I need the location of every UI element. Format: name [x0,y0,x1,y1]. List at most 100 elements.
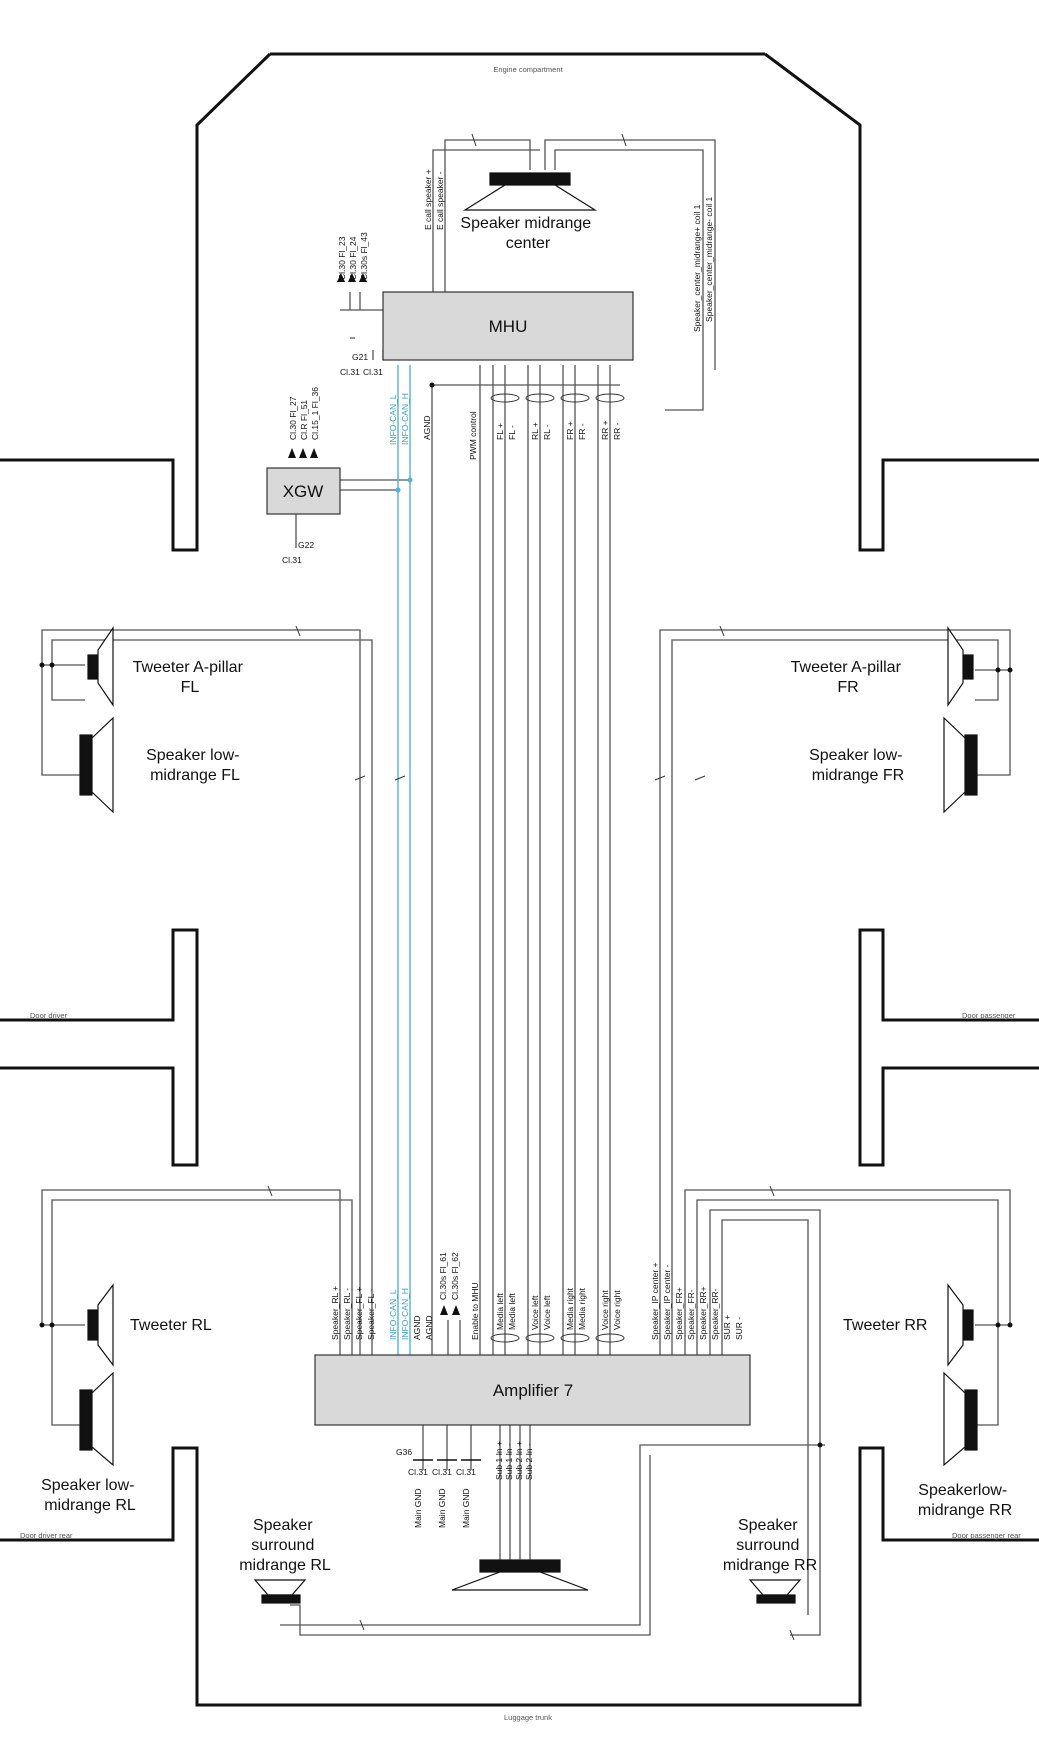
fuse-arrow-icon [440,1305,448,1315]
amp-out-sur-minus: SUR - [734,1317,744,1340]
connector-break-marks [267,133,795,1641]
fuse-arrow-icon [452,1305,460,1315]
pair-fr-minus: FR - [577,423,587,440]
mhu-agnd-label: AGND [422,415,432,440]
amp-ground-1: Cl.31 [408,1467,428,1477]
fuse-arrow-icon [337,273,345,282]
speaker-symbols [79,172,978,1604]
amp-out-ip-center-minus: Speaker_IP center - [662,1264,672,1340]
pair-fr-plus: FR + [565,421,575,440]
amp-in-voice-right-2: Voice right [612,1290,622,1330]
pair-rl-plus: RL + [530,422,540,440]
xgw-module: XGW [266,467,341,515]
pair-rr-minus: RR - [612,422,622,440]
amp-out-fl-plus: Speaker_FL + [354,1287,364,1340]
amp-out-rr-minus: Speaker_RR- [710,1288,720,1340]
sub-2-in-plus: Sub 2 In + [514,1441,524,1480]
can-junction [395,487,401,493]
amp-out-rl-minus: Speaker_RL - [342,1288,352,1340]
amp-can-l-label: INFO-CAN_L [388,1289,398,1340]
amp-out-sur-plus: SUR + [722,1315,732,1340]
fuse-arrow-icon [288,448,296,458]
main-gnd-1: Main GND [413,1488,423,1528]
can-junction [407,477,413,483]
amp-out-rr-plus: Speaker_RR+ [698,1286,708,1340]
ecall-plus-label: E call speaker + [423,169,433,230]
center-coil-minus-label: Speaker_center_midrange- coil 1 [704,197,714,322]
xgw-fuse-3: Cl.15_1 Fl_36 [310,387,320,440]
xgw-fuse-1: Cl.30 Fl_27 [288,396,298,440]
amp-ground-2: Cl.31 [432,1467,452,1477]
lowmid-fl-label: Speaker low- midrange FL [146,747,244,784]
junction-dots [39,382,1013,1448]
amp-out-ip-center-plus: Speaker_IP center + [650,1262,660,1340]
main-gnd-3: Main GND [461,1488,471,1528]
amp-ground-3: Cl.31 [456,1467,476,1477]
can-bus [397,365,411,1355]
xgw-label: XGW [283,482,324,501]
sub-2-in-minus: Sub 2 In - [524,1443,534,1480]
mhu-can-l-label: INFO-CAN_L [388,394,398,445]
xgw-fuse-2: Cl.R Fl_51 [299,400,309,440]
amplifier-label: Amplifier 7 [493,1381,573,1400]
pair-fl-plus: FL + [495,423,505,440]
amp-out-fr-minus: Speaker_FR- [686,1289,696,1340]
lowmid-rl-label: Speaker low- midrange RL [41,1477,139,1514]
mhu-can-h-label: INFO-CAN_H [400,393,410,445]
sub-1-in-plus: Sub 1 In + [494,1441,504,1480]
fuse-arrow-icon [348,273,356,282]
xgw-ground-ref: G22 [298,540,314,550]
area-engine-label: Engine compartment [493,65,563,74]
amp-in-voice-left-1: Voice left [530,1295,540,1330]
surround-rr-label: Speaker surround midrange RR [723,1517,817,1574]
center-coil-plus-label: Speaker_center_midrange+ coil 1 [692,204,702,332]
amp-agnd-2: AGND [424,1315,434,1340]
tweeter-rr-label: Tweeter RR [843,1317,927,1334]
lowmid-fr-label: Speaker low- midrange FR [809,747,907,784]
amplifier-module: Amplifier 7 [314,1354,751,1426]
amp-ground-ref: G36 [396,1447,412,1457]
twisted-pair-markers [490,393,625,1343]
area-door-driver-rear-label: Door driver rear [20,1531,73,1540]
wire-bundle [41,139,1011,1636]
amp-enable-label: Enable to MHU [470,1282,480,1340]
amp-out-fl-minus: Speaker_FL - [366,1289,376,1340]
vehicle-outline [0,52,1039,1707]
amp-in-media-right-2: Media right [577,1287,587,1330]
sub-1-in-minus: Sub 1 In - [504,1443,514,1480]
mhu-ground-ref: G21 [352,352,368,362]
pair-rr-plus: RR + [600,420,610,440]
amp-in-voice-right-1: Voice right [600,1290,610,1330]
area-door-driver-label: Door driver [30,1011,68,1020]
amp-can-h-label: INFO-CAN_H [400,1288,410,1340]
amp-agnd-1: AGND [412,1315,422,1340]
mhu-module: MHU [382,291,634,361]
amp-fuse-1: Cl.30s Fl_61 [438,1252,448,1300]
area-door-passenger-rear-label: Door passenger rear [952,1531,1021,1540]
mhu-ground-1: Cl.31 [340,367,360,377]
surround-rl-label: Speaker surround midrange RL [239,1517,331,1574]
tweeter-fr-label: Tweeter A-pillar FR [791,659,906,696]
mhu-fuse-2: Cl.30 Fl_24 [348,236,358,280]
mhu-ground-2: Cl.31 [363,367,383,377]
lowmid-rr-label: Speakerlow- midrange RR [918,1482,1012,1519]
mhu-fuse-1: Cl.30 Fl_23 [337,236,347,280]
area-door-passenger-label: Door passenger [962,1011,1016,1020]
mhu-label: MHU [489,317,528,336]
pair-rl-minus: RL - [542,424,552,440]
amp-in-media-left-1: Media left [495,1293,505,1330]
amp-in-media-right-1: Media right [565,1287,575,1330]
pair-fl-minus: FL - [507,425,517,440]
fuse-arrow-icon [299,448,307,458]
ecall-minus-label: E call speaker - [435,171,445,230]
mhu-fuse-3: Cl.30s Fl_43 [359,232,369,280]
speaker-center-label: Speaker midrange center [460,215,595,252]
tweeter-fl-label: Tweeter A-pillar FL [133,659,248,696]
amp-in-voice-left-2: Voice left [542,1295,552,1330]
fuse-arrow-icon [310,448,318,458]
xgw-ground: Cl.31 [282,555,302,565]
amp-out-fr-plus: Speaker_FR+ [674,1287,684,1340]
amp-in-media-left-2: Media left [507,1293,517,1330]
amp-fuse-2: Cl.30s Fl_62 [450,1252,460,1300]
